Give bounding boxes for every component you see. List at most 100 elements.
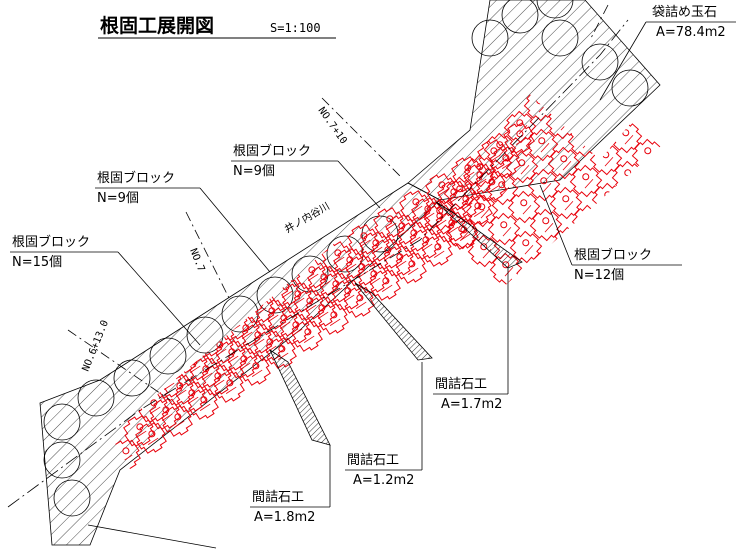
station-lines: [67, 4, 609, 549]
concrete-block: [331, 279, 363, 311]
callout-gap1: 間詰石工 A=1.8m2: [250, 445, 331, 525]
callout-block-left: 根固ブロック N=15個: [10, 234, 201, 346]
concrete-block: [317, 303, 349, 335]
concrete-block: [175, 381, 207, 413]
concrete-block: [135, 422, 167, 454]
callout-block-mid2-name: 根固ブロック: [233, 143, 311, 159]
concrete-block: [227, 347, 259, 379]
callout-bag-stone: 袋詰め玉石 A=78.4m2: [599, 4, 736, 101]
callout-bag-stone-area: A=78.4m2: [656, 25, 726, 40]
bag-stone-circle: [221, 295, 259, 333]
station-line-no6: [67, 329, 171, 401]
concrete-block: [525, 128, 559, 162]
bag-stone-circle: [113, 359, 151, 397]
bag-stone-circle: [256, 276, 294, 314]
callout-block-mid2: 根固ブロック N=9個: [231, 143, 381, 209]
concrete-block: [527, 168, 561, 202]
bag-stone-circle: [77, 379, 115, 417]
concrete-block: [279, 313, 311, 345]
bag-stone-circle: [501, 0, 539, 34]
callout-gap2: 間詰石工 A=1.2m2: [345, 362, 423, 488]
concrete-block: [449, 187, 481, 219]
bag-stone-circle: [53, 479, 91, 517]
concrete-block: [187, 388, 219, 420]
drawing-title: 根固工展開図: [100, 14, 214, 37]
station-label-no6: NO.6+13.0: [81, 319, 111, 373]
callout-block-mid2-count: N=9個: [233, 164, 275, 179]
concrete-block: [569, 164, 603, 198]
concrete-block: [465, 194, 499, 228]
callout-bag-stone-name: 袋詰め玉石: [652, 4, 717, 20]
concrete-block: [149, 398, 181, 430]
concrete-block: [383, 245, 415, 277]
bag-stone-area-lower: [39, 182, 441, 546]
callout-gap2-name: 間詰石工: [347, 452, 399, 468]
concrete-block: [291, 320, 323, 352]
callout-block-mid1: 根固ブロック N=9個: [95, 170, 271, 273]
callout-block-right-name: 根固ブロック: [574, 247, 652, 263]
concrete-block: [547, 146, 581, 180]
station-label-no7: NO.7: [187, 247, 206, 273]
station-line-top: [589, 4, 609, 41]
concrete-block: [463, 163, 495, 195]
bag-stone-circle: [471, 19, 509, 57]
concrete-block: [507, 190, 541, 224]
callout-block-right-count: N=12個: [574, 268, 624, 283]
filler-wedge-2: [354, 282, 433, 361]
bag-stone-circle: [536, 0, 574, 19]
filler-stone-wedges: [269, 201, 523, 446]
concrete-block: [485, 172, 519, 206]
callout-gap3-name: 間詰石工: [435, 376, 487, 392]
concrete-block: [305, 296, 337, 328]
callout-gap3: 間詰石工 A=1.7m2: [433, 268, 509, 412]
bag-stone-circle: [43, 441, 81, 479]
callout-block-left-count: N=15個: [12, 255, 62, 270]
concrete-block: [213, 371, 245, 403]
filler-wedge-3: [435, 201, 523, 269]
bag-stone-circle: [581, 43, 619, 81]
callout-gap1-name: 間詰石工: [252, 489, 304, 505]
concrete-block: [239, 354, 271, 386]
concrete-block: [571, 204, 605, 238]
callout-gap1-area: A=1.8m2: [254, 510, 315, 525]
callout-block-left-name: 根固ブロック: [12, 234, 90, 250]
concrete-block: [549, 186, 583, 220]
station-line-no7: [185, 211, 231, 301]
concrete-block: [409, 228, 441, 260]
callout-gap2-area: A=1.2m2: [353, 473, 414, 488]
concrete-block: [395, 252, 427, 284]
channel-centerline: [7, 19, 629, 508]
callout-gap3-area: A=1.7m2: [441, 397, 502, 412]
concrete-block: [253, 330, 285, 362]
concrete-block: [421, 235, 453, 267]
concrete-block: [511, 270, 545, 304]
filler-wedge-1: [269, 348, 331, 446]
concrete-block: [483, 132, 517, 166]
river-name-label: 井ノ内谷川: [282, 199, 332, 235]
bag-stone-circle: [149, 337, 187, 375]
concrete-block: [463, 154, 497, 188]
concrete-block: [123, 415, 155, 447]
bag-stone-circle: [541, 19, 579, 57]
concrete-block: [505, 150, 539, 184]
callout-block-mid1-name: 根固ブロック: [97, 170, 175, 186]
callout-block-right: 根固ブロック N=12個: [539, 184, 682, 283]
concrete-block: [161, 405, 193, 437]
station-label-no7-10: NO.7+10: [316, 105, 349, 146]
concrete-block: [487, 212, 521, 246]
concrete-block: [509, 230, 543, 264]
bag-stone-circle: [43, 403, 81, 441]
concrete-block: [631, 138, 665, 172]
concrete-block: [611, 160, 645, 194]
station-line-no7-10: [321, 97, 403, 179]
concrete-block: [503, 110, 537, 144]
callout-block-mid1-count: N=9個: [97, 191, 139, 206]
concrete-block: [369, 269, 401, 301]
concrete-block: [591, 182, 625, 216]
dimension-line-bottom: [87, 524, 217, 549]
concrete-block: [503, 122, 535, 154]
concrete-block: [201, 364, 233, 396]
bag-stone-circle: [611, 69, 649, 107]
bag-stone-circle: [186, 316, 224, 354]
